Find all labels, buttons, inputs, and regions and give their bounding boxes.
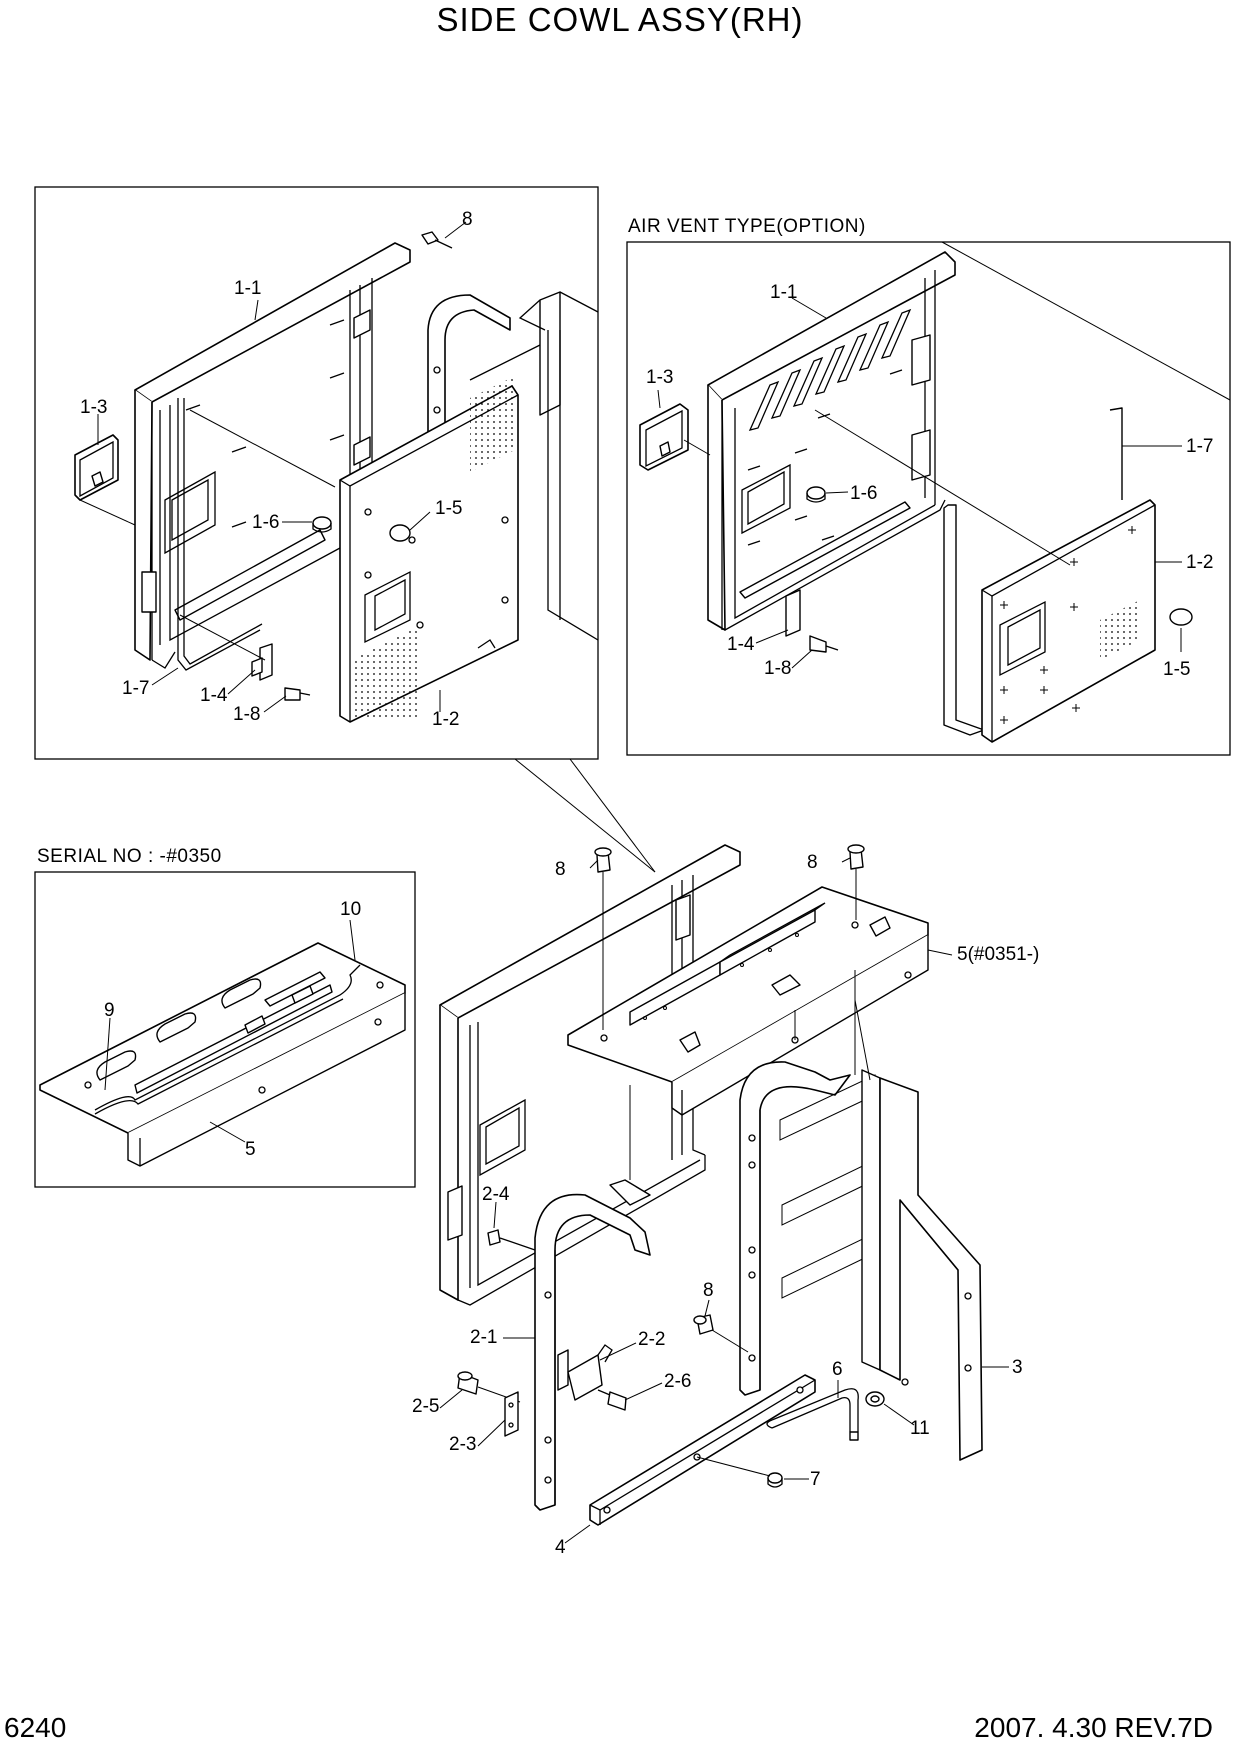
side-cowl-panel-part [339, 376, 519, 723]
lower-bar-part [589, 1374, 816, 1526]
callout-2-1: 2-1 [470, 1327, 497, 1348]
callout-1-6: 1-6 [252, 512, 279, 533]
callout-4: 4 [555, 1537, 566, 1558]
callout-8: 8 [462, 209, 473, 230]
callout-2-2: 2-2 [638, 1329, 665, 1350]
callout-1-8: 1-8 [233, 704, 260, 725]
callout-1-1: 1-1 [770, 282, 797, 303]
callout-1-5: 1-5 [435, 498, 462, 519]
air-vent-caption: AIR VENT TYPE(OPTION) [628, 216, 866, 237]
callout-1-2: 1-2 [432, 709, 459, 730]
front-bracket-part [534, 1179, 651, 1511]
page-number: 6240 [4, 1712, 67, 1743]
callout-1-6: 1-6 [850, 483, 877, 504]
main-mount-plate-part [567, 886, 929, 1116]
callout-1-4: 1-4 [727, 634, 755, 655]
callout-3: 3 [1012, 1357, 1023, 1378]
mount-plate-part [39, 942, 406, 1167]
callout-1-2: 1-2 [1186, 552, 1213, 573]
main-assembly: 8 8 5(#0351-) 2-4 2-1 2-2 2-6 2-5 2-3 8 … [412, 844, 1039, 1558]
callout-8: 8 [807, 852, 818, 873]
callout-1-4: 1-4 [200, 685, 228, 706]
callout-11: 11 [910, 1418, 930, 1439]
detail-box-air-vent: AIR VENT TYPE(OPTION) [626, 216, 1231, 756]
callout-1-8: 1-8 [764, 658, 791, 679]
revision-date: 2007. 4.30 REV.7D [974, 1712, 1213, 1743]
detail-box-serial: SERIAL NO : -#0350 10 9 5 [34, 846, 416, 1188]
callout-labels-standard: 8 1-1 1-3 1-6 1-5 1-7 1-4 1-8 1-2 [80, 209, 473, 730]
rear-bracket-part [739, 1061, 983, 1461]
callout-10: 10 [340, 899, 361, 920]
callout-5: 5 [245, 1139, 256, 1160]
callout-8: 8 [703, 1280, 714, 1301]
main-frame-part [439, 844, 741, 1306]
detail-box-standard: 8 1-1 1-3 1-6 1-5 1-7 1-4 1-8 1-2 [34, 186, 656, 873]
callout-7: 7 [810, 1469, 821, 1490]
callout-labels-main: 8 8 5(#0351-) 2-4 2-1 2-2 2-6 2-5 2-3 8 … [412, 852, 1039, 1558]
callout-2-3: 2-3 [449, 1434, 476, 1455]
callout-1-7: 1-7 [1186, 436, 1213, 457]
callout-2-6: 2-6 [664, 1371, 691, 1392]
callout-8: 8 [555, 859, 566, 880]
serial-caption: SERIAL NO : -#0350 [37, 846, 222, 867]
air-vent-frame-part [707, 251, 956, 631]
callout-1-5: 1-5 [1163, 659, 1190, 680]
callout-5-serial-0351: 5(#0351-) [957, 944, 1039, 965]
air-vent-panel-part [981, 499, 1193, 743]
callout-9: 9 [104, 1000, 115, 1021]
callout-1-7: 1-7 [122, 678, 149, 699]
callout-1-3: 1-3 [646, 367, 673, 388]
callout-6: 6 [832, 1359, 843, 1380]
latch-part [74, 434, 119, 501]
page-title: SIDE COWL ASSY(RH) [436, 1, 804, 38]
callout-1-1: 1-1 [234, 278, 261, 299]
callout-2-5: 2-5 [412, 1396, 439, 1417]
callout-2-4: 2-4 [482, 1184, 510, 1205]
callout-1-3: 1-3 [80, 397, 107, 418]
